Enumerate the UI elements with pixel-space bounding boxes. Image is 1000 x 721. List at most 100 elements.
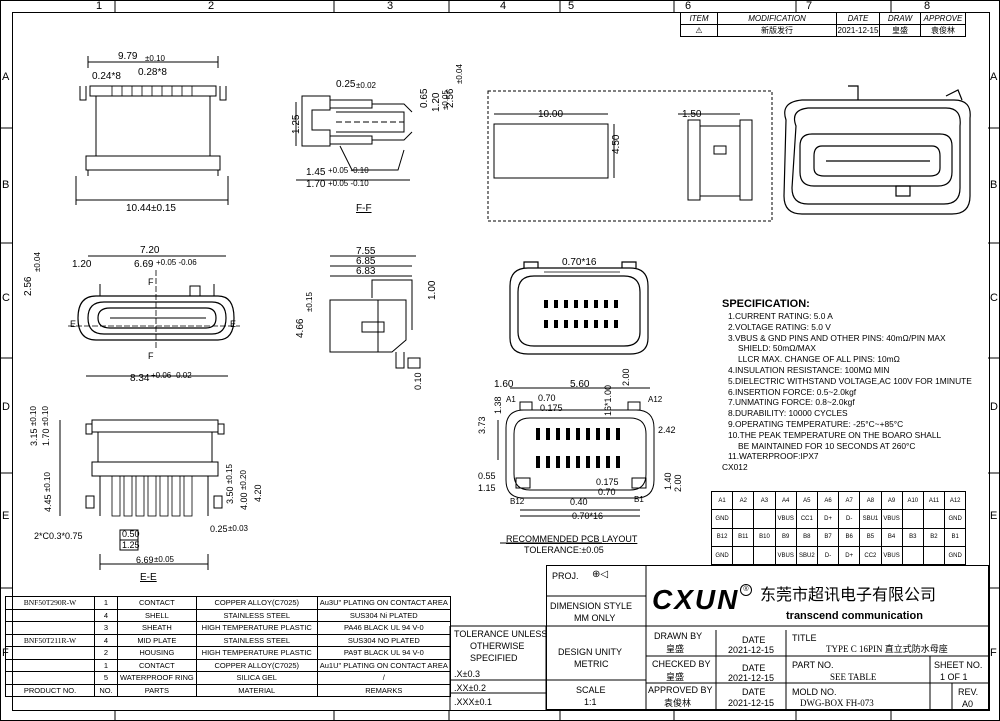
pin-cell: A2 [732,490,755,511]
pin-cell: B12 [710,527,734,547]
bom-footer-parts: PARTS [117,683,197,697]
bom-remark: Au3U" PLATING ON CONTACT AREA [316,596,451,610]
pin-cell: B4 [880,527,903,547]
bottom-d11-tol: ±0.05 [154,555,174,564]
pin-cell: VBUS [774,509,797,529]
tb-dimension-style: DIMENSION STYLE [550,601,633,611]
spec-line: 3.VBUS & GND PINS AND OTHER PINS: 40mΩ/P… [728,332,946,343]
tb-title-label: TITLE [792,633,817,643]
pin-cell: D- [838,509,861,529]
tb-drawn-date: 2021-12-15 [728,645,775,655]
spec-line: 10.THE PEAK TEMPERATURE ON THE BOARO SHA… [728,429,942,440]
pin-cell: A9 [880,490,903,511]
pin-cell: A7 [838,490,861,511]
col-label-6: 6 [685,0,692,12]
bom-part: HOUSING [117,646,197,660]
pin-cell: GND [710,509,734,529]
bottom-d1-tol: ±0.10 [29,406,38,426]
pin-cell: B2 [922,527,946,547]
specification-block: SPECIFICATION: 1.CURRENT RATING: 5.0 A 2… [722,298,992,473]
pin-cell: CC2 [859,545,882,566]
top-dim-b: 0.28*8 [138,67,167,78]
top-dim-a: 0.24*8 [92,71,121,82]
bottom-d10: 0.25 [210,524,228,534]
bom-remark: SUS304 Ni PLATED [316,608,451,622]
pcb-d7: 16*1.00 [603,384,613,416]
tb-rev-value: A0 [962,699,974,709]
tb-scale-label: SCALE [576,685,606,695]
pcb-d10: 1.15 [478,483,496,493]
pin-cell: A10 [901,490,924,511]
bom-material: COPPER ALLOY(C7025) [195,596,318,610]
row-label-d: D [2,401,10,413]
row-label-b-right: B [990,179,998,191]
tb-approved-name: 袁俊林 [664,698,692,708]
row-label-c: C [2,292,10,304]
side-flatness: 0.10 [413,372,423,390]
bom-product [5,658,95,672]
section-ff-drawing [295,95,413,181]
rev-header-date: DATE [836,12,880,25]
bom-no: 1 [94,658,118,672]
pin-cell: SBU2 [795,545,818,566]
col-label-8: 8 [924,0,931,12]
ff-d2: 0.65 [419,88,430,108]
pcb-box-d2: 4.50 [611,134,622,154]
tb-drawn-by: DRAWN BY [654,631,703,641]
bom-product [5,671,95,685]
front-d3-tol: +0.05 -0.06 [156,258,197,267]
bottom-d2-tol: ±0.10 [41,406,50,426]
pcb-d15: 1.40 [663,472,673,490]
pin-cell: B6 [838,527,861,547]
bom-no: 2 [94,646,118,660]
tb-title-value: TYPE C 16PIN 直立式防水母座 [826,644,948,654]
bom-remark: Au1U" PLATING ON CONTACT AREA [316,658,451,672]
ff-d5: 1.25 [291,114,302,134]
rev-header-item: ITEM [680,12,718,25]
pcb-d5: 0.175 [540,403,563,413]
bom-remark: / [316,671,451,685]
tb-sheet-no-value: 1 OF 1 [940,672,968,682]
front-d3: 6.69 [134,259,154,270]
bottom-d3-tol: ±0.10 [43,472,52,492]
pin-cell [732,545,755,566]
side-d4-tol: ±0.15 [305,292,314,312]
pcb-d16: 2.00 [673,474,683,492]
spec-line: 4.INSULATION RESISTANCE: 100MΩ MIN [728,364,890,375]
spec-line: LLCR MAX. CHANGE OF ALL PINS: 10mΩ [738,354,900,365]
bom-table: BNF50T290R-W 1 CONTACT COPPER ALLOY(C702… [5,596,451,697]
pcb-layout-title: RECOMMENDED PCB LAYOUT [506,534,638,544]
side-view-drawing [329,255,421,369]
bottom-d5-tol: ±0.20 [239,470,248,490]
front-d4: 2.56 [23,276,34,296]
bom-part: SHELL [117,608,197,622]
pcb-a1: A1 [506,395,516,404]
spec-line: 2.VOLTAGE RATING: 5.0 V [728,321,831,332]
bom-footer-product: PRODUCT NO. [5,683,95,697]
pin-cell [922,509,946,529]
bottom-d1: 3.15 [29,428,39,446]
row-label-c-right: C [990,292,998,304]
tb-mold-no-value: DWG-BOX FH-073 [800,698,874,708]
bom-material: HIGH TEMPERATURE PLASTIC [195,646,318,660]
spec-title: SPECIFICATION: [722,298,810,310]
tb-tol1: .X±0.3 [454,669,480,679]
bom-part: WATERPROOF RING [117,671,197,685]
pcb-b12: B12 [510,497,525,506]
rev-approve: 袁俊林 [920,24,966,37]
side-d5: 1.00 [427,280,438,300]
pcb-d3: 0.70 [538,393,556,403]
pcb-a12: A12 [648,395,663,404]
bom-no: 5 [94,671,118,685]
pin-face-drawing [509,261,649,355]
tb-approved-date: 2021-12-15 [728,698,775,708]
front-view-drawing [68,255,240,377]
pcb-d14: 0.70*16 [572,511,604,521]
spec-line: 8.DURABILITY: 10000 CYCLES [728,408,848,419]
side-d3: 6.83 [356,266,376,277]
pcb-box-d3: 1.50 [682,109,702,120]
